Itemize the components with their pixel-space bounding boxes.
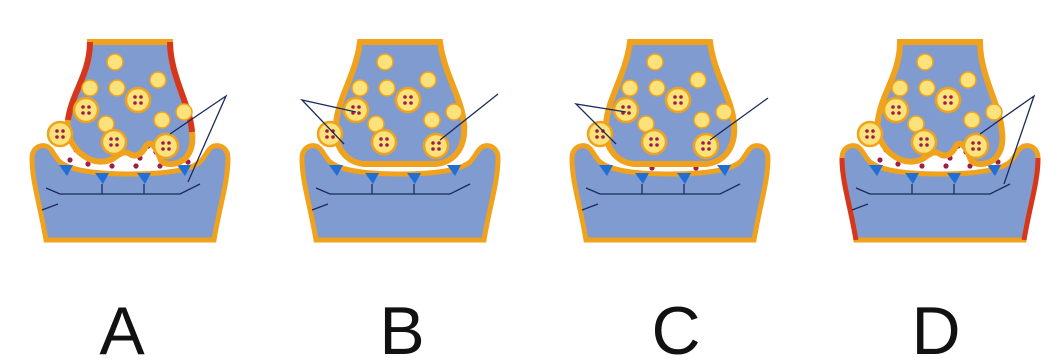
presynaptic-terminal	[48, 42, 192, 164]
presynaptic-terminal	[318, 42, 464, 164]
presynaptic-terminal	[588, 42, 734, 164]
panel-label-b: B	[379, 293, 424, 360]
postsynaptic-terminal	[32, 146, 228, 240]
panel-a: A	[32, 42, 228, 360]
presynaptic-terminal	[858, 42, 1002, 164]
panel-d: D	[842, 42, 1038, 360]
panel-c: C	[572, 42, 768, 360]
panel-label-a: A	[99, 293, 145, 360]
panel-b: B	[302, 42, 498, 360]
panel-label-d: D	[911, 293, 960, 360]
postsynaptic-terminal	[842, 146, 1038, 240]
panel-label-c: C	[651, 293, 700, 360]
